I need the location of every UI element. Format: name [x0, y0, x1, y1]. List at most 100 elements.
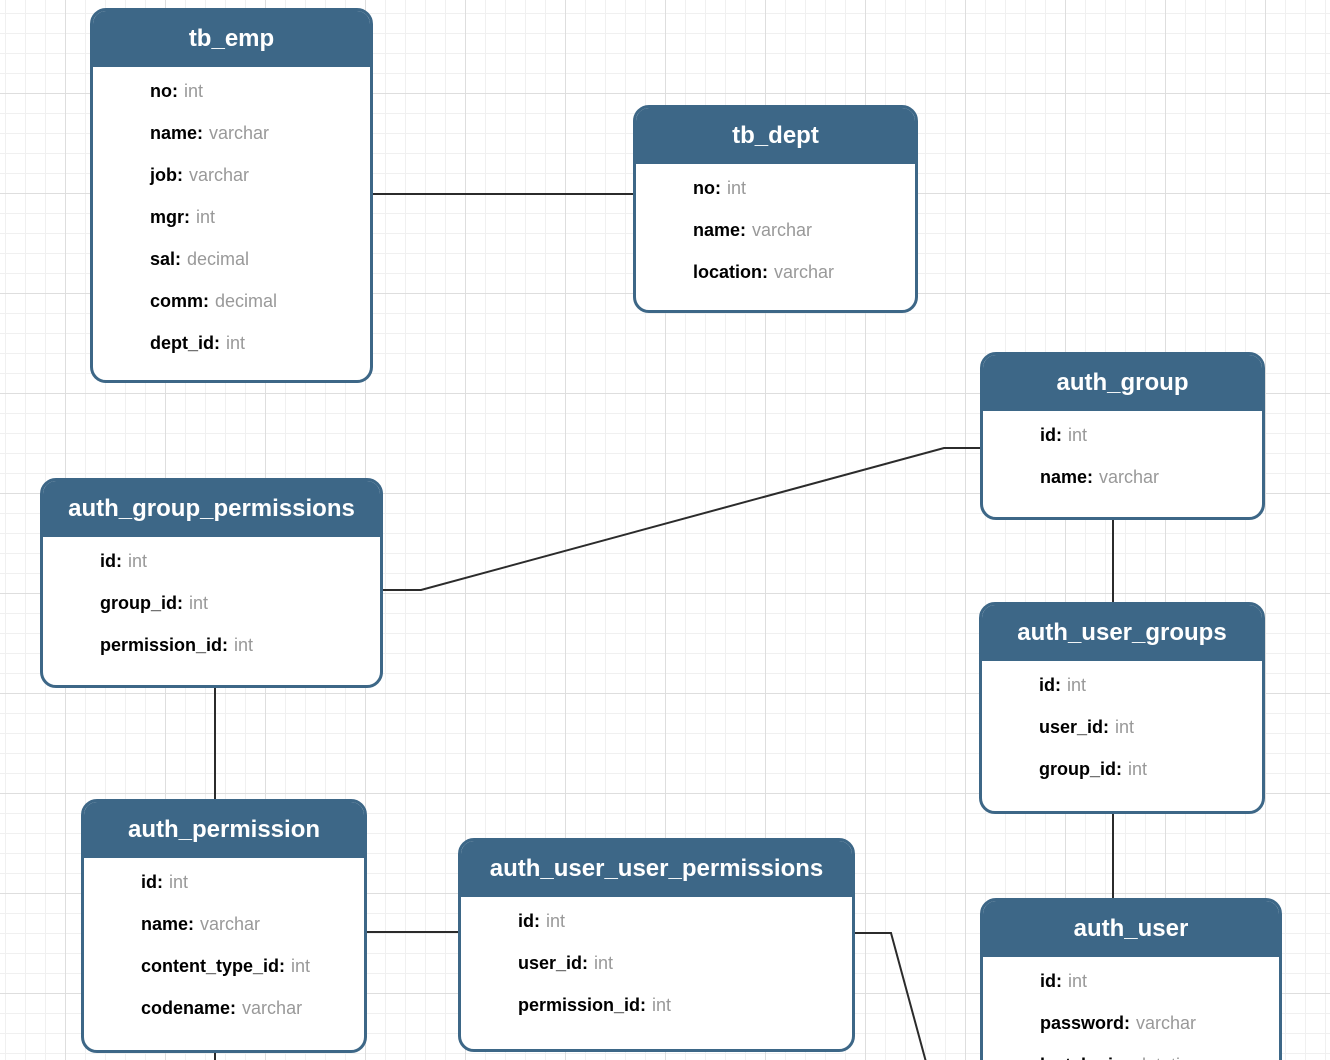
table-field-list: idintuser_idintpermission_idint: [461, 897, 852, 1026]
table-node-auth_user[interactable]: auth_useridintpasswordvarcharlast_logind…: [980, 898, 1282, 1060]
field-name: mgr: [150, 207, 190, 228]
field-type: int: [652, 994, 672, 1015]
table-field-row: name varchar: [93, 112, 370, 154]
table-title: auth_permission: [84, 802, 364, 858]
field-type: varchar: [1136, 1012, 1197, 1033]
table-field-list: idintgroup_idintpermission_idint: [43, 537, 380, 666]
field-name: id: [1040, 971, 1062, 992]
table-field-row: user_id int: [982, 706, 1262, 748]
table-node-tb_emp[interactable]: tb_empnointnamevarcharjobvarcharmgrintsa…: [90, 8, 373, 383]
table-title: auth_user_user_permissions: [461, 841, 852, 897]
table-node-auth_group[interactable]: auth_groupidintnamevarchar: [980, 352, 1265, 520]
field-name: dept_id: [150, 333, 220, 354]
table-field-row: jobvarchar: [93, 154, 370, 196]
table-field-row: name varchar: [84, 903, 364, 945]
table-field-row: mgrint: [93, 196, 370, 238]
field-type: int: [128, 550, 148, 571]
table-field-list: nointnamevarcharjobvarcharmgrintsaldecim…: [93, 67, 370, 364]
table-field-row: group_idint: [43, 582, 380, 624]
table-field-list: idint name varchar: [983, 411, 1262, 498]
table-field-row: dept_id int: [93, 322, 370, 364]
table-field-row: last_login datetime: [983, 1044, 1279, 1060]
table-field-row: name varchar: [983, 456, 1262, 498]
table-node-tb_dept[interactable]: tb_deptnointnamevarcharlocationvarchar: [633, 105, 918, 313]
field-name: id: [1040, 425, 1062, 446]
table-field-list: idint password varchar last_login datetime: [983, 957, 1279, 1060]
table-field-list: idint name varchar content_type_id int codena…: [84, 858, 364, 1029]
field-name: job: [150, 165, 183, 186]
field-type: int: [196, 206, 216, 227]
field-type: int: [1068, 970, 1088, 991]
field-name: sal: [150, 249, 181, 270]
field-type: varchar: [200, 913, 261, 934]
field-type: int: [594, 952, 614, 973]
table-field-row: permission_idint: [43, 624, 380, 666]
table-title: tb_emp: [93, 11, 370, 67]
table-field-row: noint: [93, 70, 370, 112]
table-field-row: group_id int: [982, 748, 1262, 790]
field-name: no: [150, 81, 178, 102]
table-field-row: idint: [983, 414, 1262, 456]
field-name: location: [693, 262, 768, 283]
field-name: group_id: [1039, 759, 1122, 780]
field-name: user_id: [518, 953, 588, 974]
field-type: decimal: [187, 248, 250, 269]
table-field-row: permission_id int: [461, 984, 852, 1026]
field-name: name: [150, 123, 203, 144]
field-type: int: [1128, 758, 1148, 779]
field-type: varchar: [774, 261, 835, 282]
table-node-auth_permission[interactable]: auth_permissionidint name varchar content_t…: [81, 799, 367, 1053]
table-field-row: idint: [84, 861, 364, 903]
table-field-row: name varchar: [636, 209, 915, 251]
table-field-row: sal decimal: [93, 238, 370, 280]
table-field-row: idint: [983, 960, 1279, 1002]
table-field-row: idint: [461, 900, 852, 942]
table-field-row: idint: [982, 664, 1262, 706]
field-name: id: [100, 551, 122, 572]
field-name: name: [141, 914, 194, 935]
field-name: user_id: [1039, 717, 1109, 738]
table-field-row: password varchar: [983, 1002, 1279, 1044]
field-type: int: [546, 910, 566, 931]
field-type: int: [226, 332, 246, 353]
table-field-row: idint: [43, 540, 380, 582]
field-type: int: [234, 634, 254, 655]
field-type: int: [1115, 716, 1135, 737]
table-field-row: location varchar: [636, 251, 915, 293]
field-name: comm: [150, 291, 209, 312]
field-type: int: [189, 592, 209, 613]
field-name: password: [1040, 1013, 1130, 1034]
table-field-row: user_id int: [461, 942, 852, 984]
table-field-list: idintuser_idintgroup_idint: [982, 661, 1262, 790]
table-title: tb_dept: [636, 108, 915, 164]
table-title: auth_group_permissions: [43, 481, 380, 537]
field-type: varchar: [752, 219, 813, 240]
field-type: int: [291, 955, 311, 976]
field-name: id: [1039, 675, 1061, 696]
field-type: int: [1068, 424, 1088, 445]
table-title: auth_user_groups: [982, 605, 1262, 661]
table-field-list: nointnamevarcharlocationvarchar: [636, 164, 915, 293]
field-type: datetime: [1136, 1055, 1205, 1060]
field-type: varchar: [1099, 466, 1160, 487]
field-name: name: [693, 220, 746, 241]
field-name: permission_id: [518, 995, 646, 1016]
table-node-auth_group_permissions[interactable]: auth_group_permissionsidintgroup_idintpe…: [40, 478, 383, 688]
field-name: content_type_id: [141, 956, 285, 977]
field-type: int: [169, 871, 189, 892]
table-field-row: codenamevarchar: [84, 987, 364, 1029]
connector-auth_group_permissions--auth_group: [383, 447, 982, 591]
table-node-auth_user_groups[interactable]: auth_user_groupsidintuser_idintgroup_idi…: [979, 602, 1265, 814]
field-name: name: [1040, 467, 1093, 488]
field-type: varchar: [242, 997, 303, 1018]
table-title: auth_user: [983, 901, 1279, 957]
field-type: varchar: [209, 122, 270, 143]
field-type: int: [184, 80, 204, 101]
table-title: auth_group: [983, 355, 1262, 411]
field-name: last_login: [1040, 1055, 1130, 1060]
table-node-auth_user_user_permissions[interactable]: auth_user_user_permissionsidintuser_idin…: [458, 838, 855, 1052]
table-field-row: content_type_id int: [84, 945, 364, 987]
field-name: id: [518, 911, 540, 932]
